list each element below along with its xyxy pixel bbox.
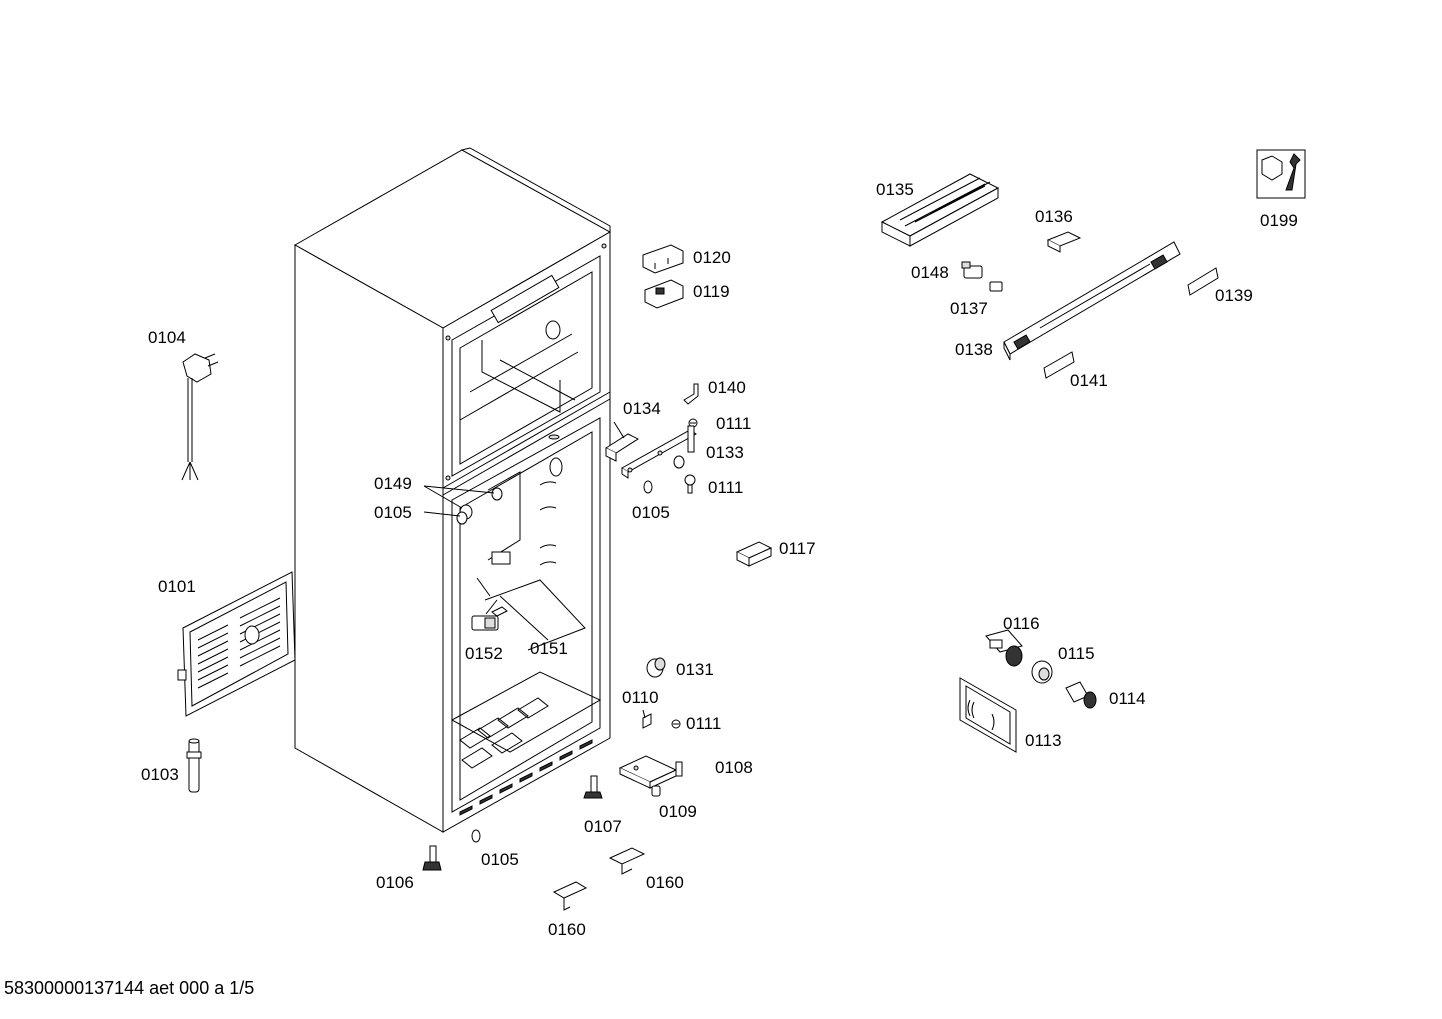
label-0105-mid: 0105 [632,503,670,522]
label-0107: 0107 [584,817,622,836]
label-0113: 0113 [1025,731,1062,750]
foot-0106-part [422,845,442,871]
bracket-0160b-part [552,881,588,911]
label-0105-left: 0105 [374,503,412,522]
leader-lines [423,421,646,719]
grommets-0149-part [456,487,503,525]
label-0120: 0120 [693,248,731,267]
fridge-cabinet [293,147,612,833]
label-0101: 0101 [158,577,196,596]
foot-0107-part [583,775,603,799]
washer-0105b-part [643,455,685,494]
label-0139-part [1187,267,1219,296]
clip-0151-part [491,606,508,617]
hinge-pin-0140-part [683,383,699,405]
bottom-hinge-0108-part [618,755,683,797]
connector-0137-part [989,281,1003,292]
hinge-cover-0119-part [644,279,684,309]
ring-0115-part [1031,660,1053,684]
label-0114: 0114 [1109,689,1146,708]
screw-0111c-part [671,719,681,729]
power-cord-part [181,353,219,481]
document-id-footer: 58300000137144 aet 000 a 1/5 [4,978,255,998]
drain-tube-part [186,738,202,793]
screw-0111b-part [684,474,696,494]
label-0149: 0149 [374,474,412,493]
label-0160-bottom: 0160 [548,920,586,939]
lamp-0152-part [471,615,499,631]
label-0160-right: 0160 [646,873,684,892]
washer-0105c-part [471,829,481,843]
label-0111-top: 0111 [716,414,751,433]
label-0136: 0136 [1035,207,1073,226]
bracket-0160a-part [608,847,646,875]
label-0116: 0116 [1003,614,1040,633]
label-0148: 0148 [911,263,949,282]
service-0199-part [1256,149,1306,199]
label-0139: 0139 [1215,286,1253,305]
label-0151: 0151 [530,639,568,658]
hinge-cover-0120-part [642,244,684,274]
label-0110: 0110 [622,688,659,707]
label-0137: 0137 [950,299,988,318]
label-0111-bottom: 0111 [686,714,721,733]
label-0135: 0135 [876,180,914,199]
bulb-0114-part [1065,681,1097,709]
connector-0148-part [961,261,983,279]
hinge-0133-part [621,425,697,479]
switch-0117-part [735,541,773,567]
label-0134: 0134 [623,399,661,418]
control-strip-0138-part [1003,241,1181,361]
label-0106: 0106 [376,873,414,892]
bushing-0131-part [646,657,666,678]
label-0115: 0115 [1058,644,1095,663]
label-0131: 0131 [676,660,714,679]
control-module-0135-part [880,173,1000,247]
label-0199: 0199 [1260,211,1298,230]
label-0117: 0117 [779,539,816,558]
label-0140: 0140 [708,378,746,397]
label-0103: 0103 [141,765,179,784]
label-0138: 0138 [955,340,993,359]
bracket-0134-part [604,433,640,462]
label-0152: 0152 [465,644,503,663]
lamp-socket-0116-part [985,629,1023,667]
label-0105-bottom: 0105 [481,850,519,869]
label-0133: 0133 [706,443,744,462]
label-0104: 0104 [148,328,186,347]
part-labels: 0104 0101 0103 0149 0105 0152 0151 0106 … [141,180,1298,939]
label-0119: 0119 [693,282,730,301]
label-0141-part [1043,351,1075,379]
sensor-0136-part [1046,231,1082,253]
label-0108: 0108 [715,758,753,777]
label-0111-mid: 0111 [708,478,743,497]
label-0141: 0141 [1070,371,1108,390]
rear-vent-panel-part [177,571,296,717]
lamp-cover-0113-part [959,677,1017,753]
label-0109: 0109 [659,802,697,821]
